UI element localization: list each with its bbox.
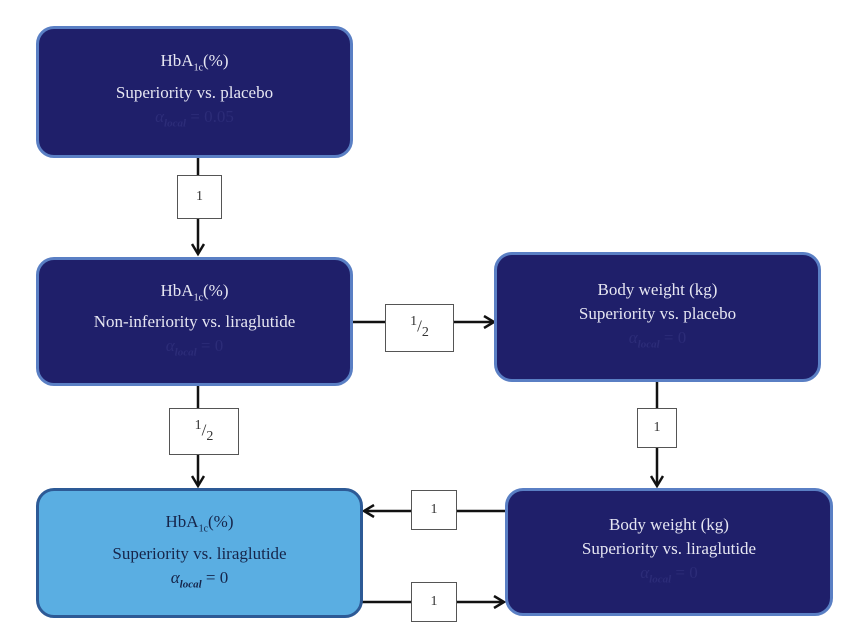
node-alpha: αlocal = 0	[165, 336, 224, 359]
node-alpha: αlocal = 0.05	[155, 106, 234, 129]
edge-weight-n2-n3: 1/2	[385, 304, 454, 352]
node-title: HbA1c(%)	[160, 51, 229, 74]
node-alpha: αlocal = 0	[170, 567, 229, 590]
edge-weight-n5-n4: 1	[411, 490, 457, 530]
node-title: HbA1c(%)	[160, 280, 229, 303]
edge-weight-n2-n4: 1/2	[169, 408, 239, 455]
node-hba1c-superiority-liraglutide: HbA1c(%) Superiority vs. liraglutide αlo…	[36, 488, 363, 618]
node-alpha: αlocal = 0	[628, 327, 687, 351]
node-alpha: αlocal = 0	[640, 562, 698, 586]
node-bodyweight-superiority-placebo: Body weight (kg) Superiority vs. placebo…	[494, 252, 821, 382]
node-hba1c-superiority-placebo: HbA1c(%) Superiority vs. placebo αlocal …	[36, 26, 353, 158]
node-subtitle: Non-inferiority vs. liraglutide	[93, 312, 296, 331]
node-subtitle: Superiority vs. liraglutide	[581, 538, 757, 558]
node-subtitle: Superiority vs. liraglutide	[112, 543, 287, 563]
node-subtitle: Superiority vs. placebo	[115, 82, 274, 102]
node-title: Body weight (kg)	[597, 279, 718, 299]
node-title: HbA1c(%)	[165, 512, 234, 535]
edge-weight-n4-n5: 1	[411, 582, 457, 622]
node-title: Body weight (kg)	[609, 514, 729, 534]
edge-weight-n3-n5: 1	[637, 408, 677, 448]
node-subtitle: Superiority vs. placebo	[578, 303, 737, 323]
node-hba1c-noninferiority-liraglutide: HbA1c(%) Non-inferiority vs. liraglutide…	[36, 257, 353, 386]
node-bodyweight-superiority-liraglutide: Body weight (kg) Superiority vs. liraglu…	[505, 488, 833, 616]
edge-weight-n1-n2: 1	[177, 175, 222, 219]
